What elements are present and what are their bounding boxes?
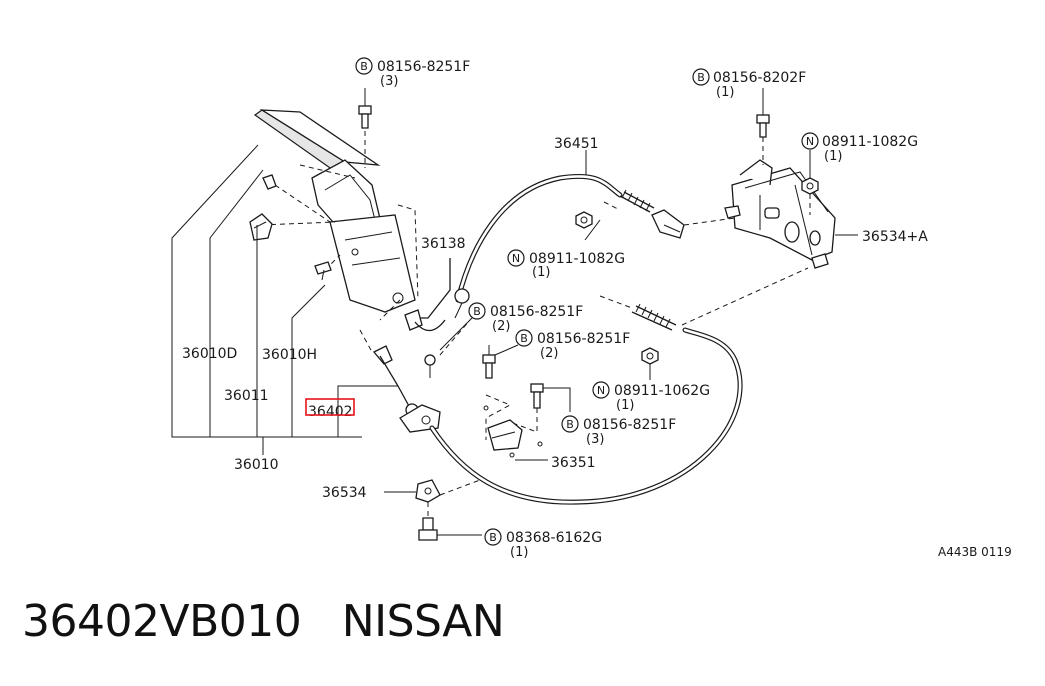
label-36451: 36451 bbox=[554, 136, 599, 152]
bolt-08368-6162G bbox=[418, 517, 482, 541]
bolt-08156-8251F-c bbox=[509, 383, 571, 433]
diagram-code: A443B 0119 bbox=[938, 545, 1012, 559]
svg-text:B: B bbox=[520, 332, 528, 345]
label-08156-8251F-top: B 08156-8251F (3) bbox=[355, 57, 470, 89]
label-36534-A: 36534+A bbox=[862, 229, 928, 245]
svg-text:(1): (1) bbox=[716, 85, 734, 100]
svg-text:(1): (1) bbox=[616, 398, 634, 413]
brand-name: NISSAN bbox=[341, 596, 505, 647]
cable-guide-36351 bbox=[483, 405, 548, 461]
svg-text:N: N bbox=[597, 384, 605, 397]
part-number-leader-lines bbox=[171, 144, 398, 455]
svg-text:08156-8251F: 08156-8251F bbox=[537, 331, 630, 347]
label-08911-1082G-mid: N 08911-1082G (1) bbox=[507, 249, 625, 280]
svg-text:08911-1082G: 08911-1082G bbox=[822, 134, 918, 150]
label-08911-1062G: N 08911-1062G (1) bbox=[592, 381, 710, 413]
parking-brake-exploded-diagram: B 08156-8251F (3) B 08156-8202F (1) N 08… bbox=[171, 57, 1012, 560]
svg-text:B: B bbox=[566, 418, 574, 431]
bracket-36534 bbox=[384, 479, 481, 525]
svg-text:08156-8251F: 08156-8251F bbox=[583, 417, 676, 433]
label-36402-highlighted: 36402 bbox=[305, 398, 355, 420]
nut-08911-1082G-cable bbox=[575, 211, 593, 229]
footer-part-title: 36402VB010 NISSAN bbox=[22, 596, 505, 647]
svg-text:B: B bbox=[473, 305, 481, 318]
part-highlight-box bbox=[305, 398, 355, 416]
bolt-08156-8251F-b bbox=[482, 345, 512, 440]
rear-cable-36451 bbox=[429, 173, 809, 505]
parking-brake-lever bbox=[253, 109, 419, 313]
nut-08911-1062G bbox=[641, 347, 659, 380]
svg-text:(1): (1) bbox=[824, 149, 842, 164]
label-08156-8251F-a: B 08156-8251F (2) bbox=[468, 302, 583, 334]
svg-text:08156-8251F: 08156-8251F bbox=[377, 59, 470, 75]
part-number: 36402VB010 bbox=[22, 596, 302, 647]
svg-text:(2): (2) bbox=[540, 346, 558, 361]
label-08911-1082G-top: N 08911-1082G (1) bbox=[801, 132, 918, 164]
label-36351: 36351 bbox=[551, 455, 596, 471]
bolt-08156-8251F-top bbox=[358, 88, 372, 168]
label-08156-8251F-b: B 08156-8251F (2) bbox=[515, 329, 630, 361]
svg-text:(1): (1) bbox=[510, 545, 528, 560]
label-36010: 36010 bbox=[234, 457, 279, 473]
svg-text:08911-1062G: 08911-1062G bbox=[614, 383, 710, 399]
svg-text:B: B bbox=[360, 60, 368, 73]
label-08156-8202F: B 08156-8202F (1) bbox=[692, 68, 806, 100]
label-36534: 36534 bbox=[322, 485, 367, 501]
label-08368-6162G: B 08368-6162G (1) bbox=[484, 528, 602, 560]
callout-lines bbox=[439, 150, 601, 356]
brake-switch-36138 bbox=[404, 258, 451, 378]
bolt-08156-8202F bbox=[756, 88, 770, 165]
front-cable-36402 bbox=[359, 299, 441, 433]
svg-text:(3): (3) bbox=[586, 432, 604, 447]
svg-text:(2): (2) bbox=[492, 319, 510, 334]
svg-text:B: B bbox=[489, 531, 497, 544]
rear-bracket-36534-A bbox=[724, 159, 858, 269]
label-36011: 36011 bbox=[224, 388, 269, 404]
svg-text:08911-1082G: 08911-1082G bbox=[529, 251, 625, 267]
svg-text:B: B bbox=[697, 71, 705, 84]
label-36010D: 36010D bbox=[182, 346, 237, 362]
svg-text:(1): (1) bbox=[532, 265, 550, 280]
svg-text:N: N bbox=[512, 252, 520, 265]
svg-text:08368-6162G: 08368-6162G bbox=[506, 530, 602, 546]
svg-text:N: N bbox=[806, 135, 814, 148]
svg-text:08156-8251F: 08156-8251F bbox=[490, 304, 583, 320]
lever-clips bbox=[249, 174, 332, 281]
label-08156-8251F-c: B 08156-8251F (3) bbox=[561, 415, 676, 447]
svg-text:36402: 36402 bbox=[308, 404, 353, 420]
svg-text:(3): (3) bbox=[380, 74, 398, 89]
title-spacer bbox=[301, 596, 341, 647]
label-36010H: 36010H bbox=[262, 347, 317, 363]
nut-08911-1082G-top bbox=[801, 150, 819, 215]
svg-text:08156-8202F: 08156-8202F bbox=[713, 70, 806, 86]
label-36138: 36138 bbox=[421, 236, 466, 252]
